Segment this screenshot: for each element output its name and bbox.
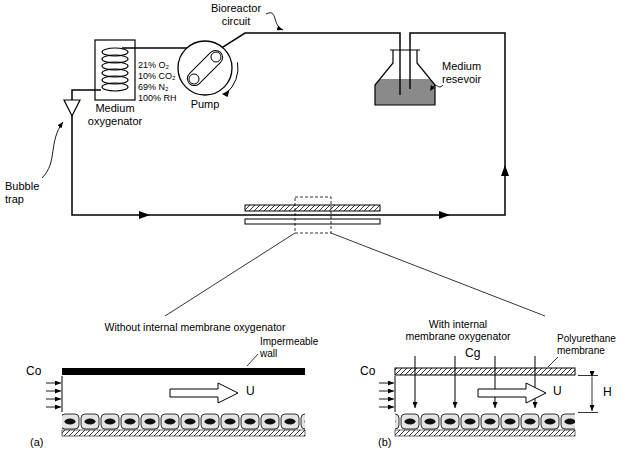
inlet-arrows	[46, 383, 61, 407]
drawing-part	[399, 45, 400, 95]
drawing-part	[535, 356, 536, 408]
node-label: Medium oxygenator	[80, 102, 150, 128]
circuit-label: Bioreactor circuit	[205, 2, 267, 27]
drawing-part	[592, 377, 593, 411]
panel-letter: (b)	[378, 436, 391, 449]
drawing-part	[390, 50, 420, 51]
drawing-part	[578, 412, 598, 413]
tubing-connector	[222, 33, 400, 47]
height-dimension	[578, 376, 598, 413]
inlet-arrows	[379, 383, 394, 407]
leader-line	[266, 13, 283, 30]
velocity-arrow	[170, 383, 238, 403]
leader-line	[247, 354, 258, 366]
node-label: Bubble trap	[5, 180, 49, 206]
inlet-profile	[395, 376, 396, 412]
substrate	[395, 430, 575, 436]
label-holder: Bubble trap	[5, 180, 49, 206]
velocity-symbol: U	[246, 385, 255, 399]
pump-node: Pump	[172, 38, 238, 113]
inlet-profile	[62, 376, 63, 412]
concentration-symbol: Co	[360, 365, 375, 379]
zoom-line	[331, 233, 545, 316]
concentration-symbol: Cg	[465, 347, 480, 361]
drawing-part	[415, 356, 416, 408]
concentration-symbol: Co	[26, 365, 41, 379]
impermeable-wall	[62, 368, 305, 375]
velocity-symbol: U	[553, 385, 562, 399]
velocity-arrow	[478, 383, 546, 403]
leader-line	[548, 357, 558, 367]
pump-symbol	[172, 38, 238, 98]
substrate	[62, 430, 305, 436]
drawing-part	[430, 85, 435, 91]
zoom-line	[165, 233, 295, 316]
gas-composition: 10% CO₂	[138, 71, 176, 81]
tubing-connector	[72, 33, 505, 215]
gas-composition: 21% O₂	[138, 60, 169, 70]
drawing-part	[46, 383, 61, 384]
node-label: Pump	[172, 98, 238, 111]
panel-heading: Without internal membrane oxygenator	[80, 321, 310, 333]
reservoir-flask	[370, 45, 442, 110]
part-label: Impermeable wall	[260, 336, 330, 359]
cell-layer	[62, 413, 305, 430]
reservoir-node: Medium resevoir	[370, 45, 500, 110]
node-label: Medium resevoir	[442, 60, 500, 86]
drawing-part	[189, 74, 199, 84]
drawing-part	[409, 45, 410, 89]
drawing-part	[42, 122, 63, 178]
cell-layer	[395, 413, 575, 430]
drawing-part	[184, 47, 225, 88]
drawing-part	[95, 40, 135, 100]
dimension-label: H	[603, 386, 612, 400]
chamber-bottom	[245, 219, 380, 224]
label-holder: Medium oxygenator	[80, 102, 150, 128]
drawing-part	[379, 407, 394, 408]
polyurethane-membrane	[395, 368, 575, 375]
drawing-part	[455, 356, 456, 408]
drawing-part	[375, 79, 435, 105]
drawing-part	[495, 356, 496, 408]
bubble-trap-symbol	[2, 100, 84, 180]
oxygen-flux-arrows	[415, 356, 535, 408]
part-label: Polyurethane membrane	[557, 333, 637, 356]
panel-heading: With internal membrane oxygenator	[403, 318, 513, 342]
drawing-part	[226, 62, 238, 93]
drawing-part	[46, 399, 61, 400]
label-holder: Pump	[172, 98, 238, 111]
drawing-part	[46, 407, 61, 408]
gas-composition: 100% RH	[138, 93, 177, 103]
drawing-part	[375, 50, 435, 105]
drawing-part	[178, 41, 232, 95]
drawing-part	[379, 383, 394, 384]
drawing-part	[95, 48, 135, 90]
drawing-part	[102, 83, 128, 91]
drawing-part	[222, 90, 230, 97]
drawing-part	[102, 48, 128, 91]
panel-letter: (a)	[30, 436, 43, 449]
drawing-part	[64, 100, 80, 116]
chamber-top	[245, 205, 380, 211]
tubing-connector	[72, 90, 95, 100]
drawing-part	[578, 375, 598, 376]
drawing-part	[46, 391, 61, 392]
label-holder: Medium resevoir	[442, 60, 500, 86]
bubble-trap-node: Bubble trap	[2, 100, 84, 210]
drawing-part	[379, 391, 394, 392]
drawing-part	[379, 399, 394, 400]
gas-composition: 69% N₂	[138, 82, 169, 92]
drawing-part	[211, 52, 221, 62]
tubing-connector	[135, 47, 187, 49]
